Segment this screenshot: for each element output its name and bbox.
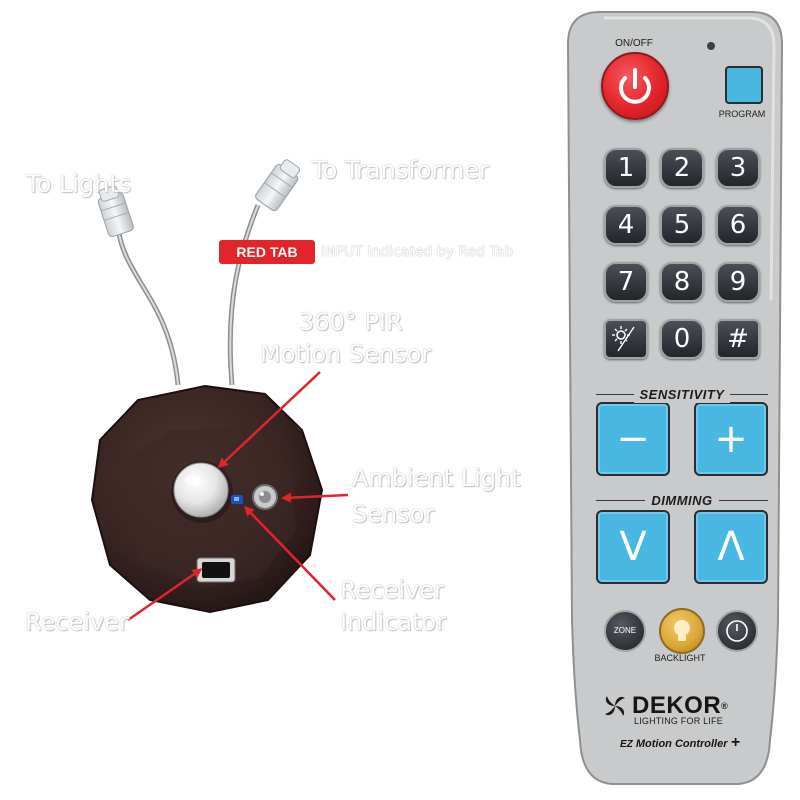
program-label: PROGRAM	[718, 109, 766, 119]
model-name: EZ Motion Controller +	[620, 734, 740, 751]
key-0[interactable]: 0	[660, 319, 704, 359]
label-pir-line1: 360° PIR	[299, 308, 403, 336]
key-9[interactable]: 9	[716, 262, 760, 302]
key-5[interactable]: 5	[660, 205, 704, 245]
label-to-transformer: To Transformer	[312, 156, 489, 184]
power-label: ON/OFF	[615, 38, 653, 49]
backlight-label: BACKLIGHT	[654, 653, 706, 663]
callout-arrows	[127, 371, 349, 622]
arrow-pir	[217, 371, 321, 469]
label-pir-line2: Motion Sensor	[260, 340, 432, 368]
receiver-indicator-led	[231, 495, 243, 504]
day-night-key[interactable]	[604, 319, 648, 359]
ir-receiver-window	[196, 557, 236, 583]
ambient-light-sensor	[252, 484, 278, 510]
sun-moon-icon	[612, 326, 636, 352]
cable-to-lights	[115, 227, 181, 386]
label-indicator-line2: Indicator	[340, 608, 447, 636]
arrow-receiver	[127, 568, 203, 622]
pinwheel-logo-icon	[605, 696, 625, 716]
label-ambient-line1: Ambient Light	[352, 464, 521, 492]
sensitivity-plus-button[interactable]: +	[694, 402, 768, 476]
label-indicator-line1: Receiver	[340, 576, 444, 604]
sensitivity-minus-button[interactable]: −	[596, 402, 670, 476]
key-1[interactable]: 1	[604, 148, 648, 188]
connector-to-transformer	[255, 159, 301, 212]
label-input-note: INPUT Indicated by Red Tab	[321, 244, 514, 260]
dimming-title: DIMMING	[596, 492, 768, 509]
sensitivity-title: SENSITIVITY	[596, 386, 768, 403]
power-icon	[619, 68, 651, 104]
dimming-down-button[interactable]: V	[596, 510, 670, 584]
program-button[interactable]	[725, 66, 763, 104]
key-hash[interactable]: #	[716, 319, 760, 359]
arrow-indicator	[243, 505, 336, 601]
key-2[interactable]: 2	[660, 148, 704, 188]
bulb-icon	[674, 620, 690, 641]
cable-to-transformer	[227, 204, 261, 386]
key-6[interactable]: 6	[716, 205, 760, 245]
arrow-ambient	[281, 492, 349, 503]
red-tab-badge: RED TAB	[219, 240, 315, 264]
label-ambient-line2: Sensor	[352, 500, 435, 528]
key-4[interactable]: 4	[604, 205, 648, 245]
timer-button[interactable]	[716, 610, 758, 652]
label-to-lights: To Lights	[26, 170, 132, 198]
clock-icon	[726, 620, 748, 642]
backlight-button[interactable]	[659, 608, 705, 654]
brand-name: DEKOR®	[632, 692, 729, 719]
dimming-up-button[interactable]: Λ	[694, 510, 768, 584]
key-8[interactable]: 8	[660, 262, 704, 302]
key-3[interactable]: 3	[716, 148, 760, 188]
status-led	[707, 42, 715, 50]
key-7[interactable]: 7	[604, 262, 648, 302]
pir-dome	[171, 461, 233, 523]
zone-button[interactable]: ZONE	[604, 610, 646, 652]
label-receiver: Receiver	[25, 608, 129, 636]
brand-tagline: LIGHTING FOR LIFE	[634, 716, 723, 726]
connector-to-lights	[97, 185, 134, 238]
power-button[interactable]	[601, 52, 669, 120]
